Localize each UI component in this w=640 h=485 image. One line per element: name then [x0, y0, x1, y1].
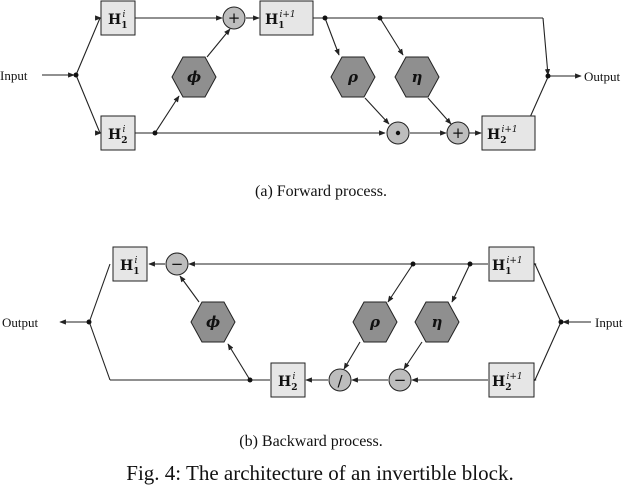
forward-caption: (a) Forward process.	[255, 183, 387, 200]
backward-subtract-bottom-operator: −	[388, 368, 412, 392]
svg-text:ρ: ρ	[369, 313, 381, 331]
forward-input-label: Input	[0, 68, 28, 83]
svg-text:/: /	[337, 372, 343, 390]
forward-rho-hexagon: ρ	[330, 56, 376, 98]
svg-text:H1i: H1i	[120, 256, 140, 277]
junction-dot	[152, 130, 158, 136]
edge-split-h2	[75, 74, 102, 136]
svg-text:H2i: H2i	[108, 125, 128, 146]
backward-h2-next-box: H2i+1	[488, 362, 535, 398]
edge-rho-mul	[364, 97, 390, 125]
edge-h1next-merge	[542, 17, 551, 76]
backward-diagram: Input Output H1i H2i H1i+1 H2i+1 ϕ ρ	[2, 246, 623, 450]
junction-dot	[322, 15, 328, 21]
edge-rho-div	[343, 341, 361, 370]
edge-split-rho	[387, 263, 414, 303]
svg-text:ϕ: ϕ	[187, 68, 201, 86]
figure-caption: Fig. 4: The architecture of an invertibl…	[126, 461, 513, 485]
forward-h1-next-box: H1i+1	[259, 0, 314, 36]
backward-subtract-top-operator: −	[165, 252, 189, 276]
forward-add-bottom-operator: +	[446, 121, 470, 145]
junction-dot	[467, 261, 473, 267]
junction-dot	[558, 319, 564, 325]
edge-phi-add	[206, 28, 231, 58]
svg-text:H1i+1: H1i+1	[492, 256, 523, 277]
edge-split-h2next	[530, 321, 562, 383]
forward-add-top-operator: +	[222, 6, 246, 30]
junction-dot	[73, 72, 79, 78]
backward-input-label: Input	[595, 315, 623, 330]
forward-phi-hexagon: ϕ	[171, 56, 217, 98]
forward-diagram: Input Output H1i H2i H1i+1 H2i+1 ϕ ρ	[0, 0, 621, 200]
edge-split-phi	[154, 95, 180, 134]
backward-h2-box: H2i	[270, 362, 306, 398]
edge-split-h1next	[530, 261, 562, 323]
edge-split-rho	[324, 17, 340, 56]
backward-divide-operator: /	[328, 368, 352, 392]
svg-text:H1i: H1i	[108, 10, 128, 31]
forward-multiply-operator	[386, 121, 410, 145]
forward-h2-box: H2i	[100, 115, 136, 151]
svg-text:H2i: H2i	[278, 372, 298, 393]
edge-phi-sub	[179, 275, 200, 303]
edge-left-merge-top	[89, 263, 111, 321]
backward-phi-hexagon: ϕ	[190, 301, 236, 343]
junction-dot	[86, 319, 92, 325]
edge-split-phi	[227, 343, 251, 381]
svg-text:ϕ: ϕ	[206, 313, 220, 331]
backward-h1-next-box: H1i+1	[488, 246, 535, 282]
edge-eta-add	[427, 97, 452, 125]
forward-h2-next-box: H2i+1	[481, 115, 536, 151]
svg-text:H2i+1: H2i+1	[492, 372, 523, 393]
junction-dot	[410, 261, 416, 267]
forward-eta-hexagon: η	[394, 56, 440, 98]
junction-dot	[377, 15, 383, 21]
junction-dot	[545, 73, 551, 79]
svg-text:H2i+1: H2i+1	[487, 125, 518, 146]
svg-text:−: −	[171, 255, 184, 273]
backward-h1-box: H1i	[112, 246, 148, 282]
edge-left-merge-bottom	[89, 323, 111, 381]
svg-text:H1i+1: H1i+1	[265, 10, 296, 31]
backward-rho-hexagon: ρ	[352, 301, 398, 343]
backward-caption: (b) Backward process.	[239, 433, 383, 450]
svg-text:+: +	[228, 9, 241, 27]
svg-text:−: −	[394, 371, 407, 389]
edge-split-h1	[75, 15, 102, 76]
forward-output-label: Output	[584, 69, 621, 84]
backward-eta-hexagon: η	[414, 301, 460, 343]
svg-text:+: +	[452, 124, 465, 142]
junction-dot	[247, 377, 253, 383]
edge-split-eta	[451, 263, 471, 303]
svg-text:ρ: ρ	[347, 68, 359, 86]
edge-split-eta	[379, 17, 404, 56]
svg-text:η: η	[432, 313, 443, 331]
forward-h1-box: H1i	[100, 0, 136, 36]
svg-text:η: η	[412, 68, 423, 86]
backward-output-label: Output	[2, 315, 39, 330]
edge-eta-sub	[403, 341, 423, 370]
